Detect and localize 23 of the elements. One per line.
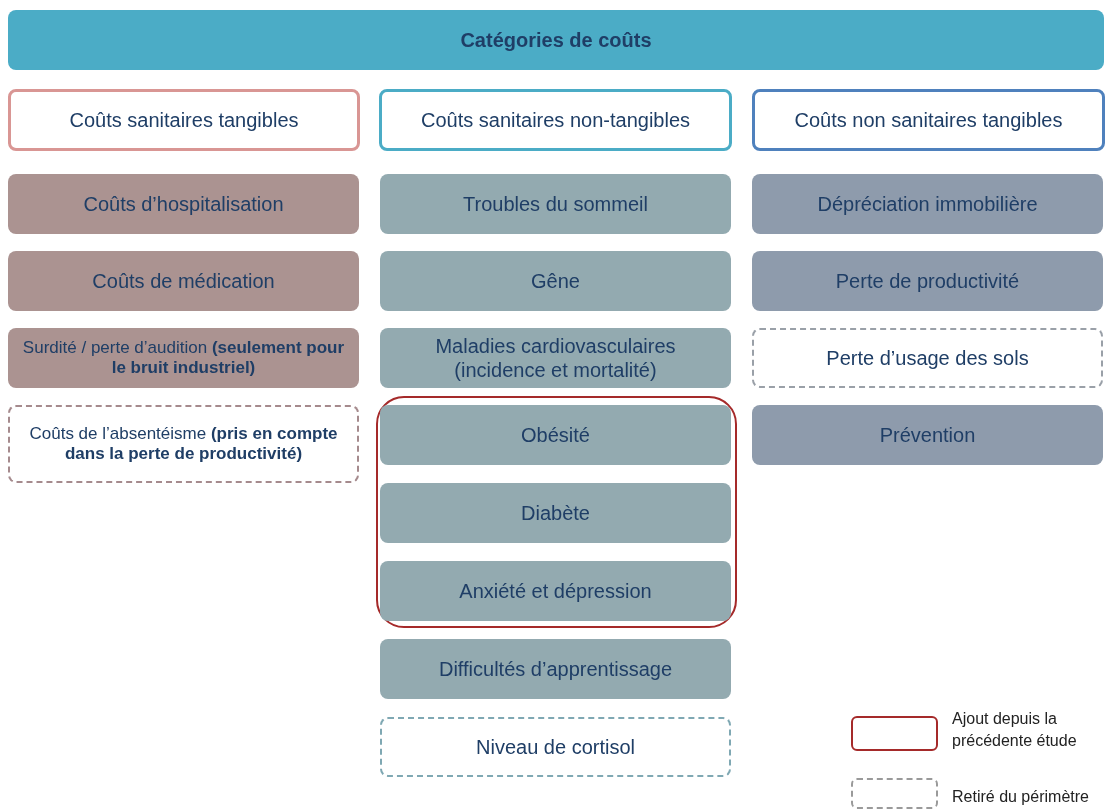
removed-item-box: Niveau de cortisol: [380, 717, 731, 777]
category-header-box: Coûts sanitaires non-tangibles: [379, 89, 732, 151]
cost-item-box: Anxiété et dépression: [380, 561, 731, 621]
cost-item-box: Surdité / perte d’audition (seulement pour le bruit industriel): [8, 328, 359, 388]
legend-label: Retiré du périmètre: [952, 787, 1090, 807]
category-header-box: Coûts sanitaires tangibles: [8, 89, 360, 151]
cost-item-box: Prévention: [752, 405, 1103, 465]
title-banner: Catégories de coûts: [8, 10, 1104, 70]
legend-label: Ajout depuis la précédente étude: [952, 709, 1078, 751]
cost-item-box: Coûts d’hospitalisation: [8, 174, 359, 234]
cost-item-box: Difficultés d’apprentissage: [380, 639, 731, 699]
cost-item-box: Troubles du sommeil: [380, 174, 731, 234]
cost-item-box: Gêne: [380, 251, 731, 311]
removed-item-box: Coûts de l’absentéisme (pris en compte dans la perte de productivité): [8, 405, 359, 483]
cost-item-box: Obésité: [380, 405, 731, 465]
added-items-frame: [376, 396, 737, 628]
cost-item-box: Dépréciation immobilière: [752, 174, 1103, 234]
removed-item-box: Perte d’usage des sols: [752, 328, 1103, 388]
cost-item-box: Perte de productivité: [752, 251, 1103, 311]
category-header-box: Coûts non sanitaires tangibles: [752, 89, 1105, 151]
cost-item-box: Coûts de médication: [8, 251, 359, 311]
cost-item-box: Diabète: [380, 483, 731, 543]
cost-item-box: Maladies cardiovasculaires (incidence et mortalité): [380, 328, 731, 388]
